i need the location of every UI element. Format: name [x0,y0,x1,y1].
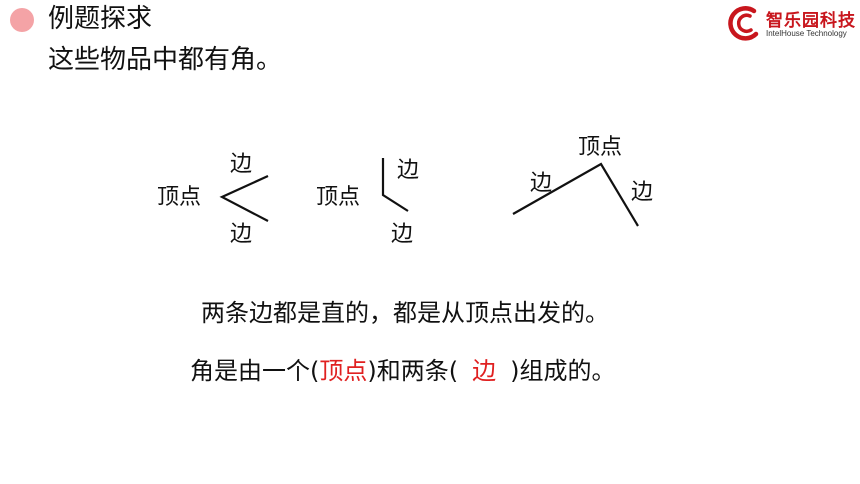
angle2-vertex-label: 顶点 [316,185,360,210]
sentence2-part2: )和两条( [367,357,459,385]
page-title: 例题探求 [48,4,153,34]
angle3-sides [512,162,639,227]
angle1-side-label-bottom: 边 [230,222,252,247]
logo-name-en: IntelHouse Technology [766,29,847,38]
angle-figure-2: 顶点 边 边 [316,158,419,247]
angle-figure-3: 顶点 边 边 [512,135,653,227]
answer-vertex: 顶点 [319,357,368,385]
page-subtitle: 这些物品中都有角。 [48,45,283,75]
angle2-side-label-top: 边 [397,158,419,183]
angle3-vertex-label: 顶点 [578,135,622,160]
sentence-angle-definition: 角是由一个(顶点)和两条( 边 )组成的。 [190,356,615,386]
angle3-side-label-right: 边 [631,180,653,205]
sentence2-part1: 角是由一个( [190,357,320,385]
angle1-side-label-top: 边 [230,152,252,177]
title-bullet [10,8,34,32]
angle1-sides [219,174,269,222]
answer-side: 边 [472,357,497,385]
angle1-vertex-label: 顶点 [157,185,201,210]
angle2-side-label-bottom: 边 [391,222,413,247]
angle2-sides [381,158,409,212]
logo: 智乐园科技 IntelHouse Technology [728,4,856,44]
angle-figure-1: 顶点 边 边 [157,152,269,247]
logo-name-cn: 智乐园科技 [766,11,856,31]
logo-mark-icon [728,6,759,41]
sentence2-part3: )组成的。 [510,357,616,385]
angle3-side-label-left: 边 [530,171,552,196]
sentence-straight-sides: 两条边都是直的，都是从顶点出发的。 [201,299,609,327]
